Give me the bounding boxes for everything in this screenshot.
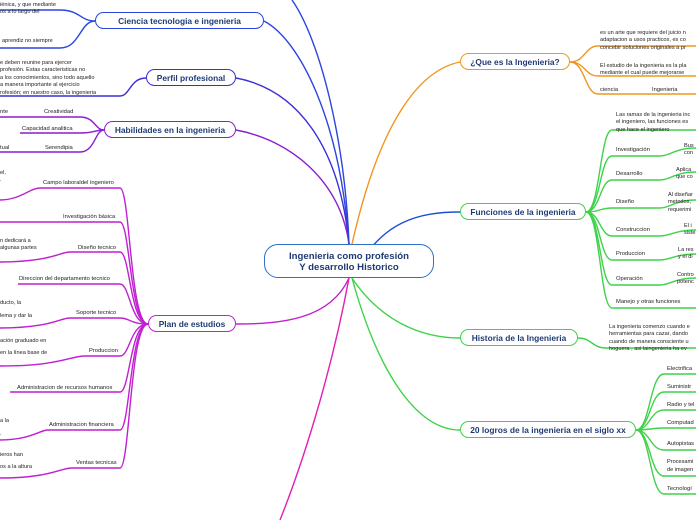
topic-que-es[interactable]: ¿Que es la Ingenieria? [460,53,570,70]
topic-perfil[interactable]: Perfil profesional [146,69,236,86]
plan-item-ventas[interactable]: Ventas tecnicas [76,460,117,466]
funcion-construccion[interactable]: Construccion [616,227,650,233]
central-title-line1: Ingenieria como profesión [289,251,409,262]
central-title-line2: Y desarrollo Historico [299,262,399,273]
funcion-desarrollo[interactable]: Desarrollo [616,171,643,177]
ciencia-text-2: aprendiz no siempre [2,38,53,44]
topic-historia[interactable]: Historia de la Ingenieria [460,329,578,346]
plan-item-campo[interactable]: Campo laboraldel ingeniero [43,180,114,186]
habilidad-creatividad[interactable]: Creatividad [44,109,74,115]
funcion-produccion[interactable]: Produccion [616,251,646,257]
branch-que-es [351,61,461,245]
logro-2[interactable]: Suministr [667,384,692,390]
plan-item-soporte[interactable]: Soporte tecnico [76,310,117,316]
branch-historia [351,277,461,339]
habilidad-side-2: tual [0,145,10,151]
funcion-investigacion[interactable]: Investigación [616,147,650,153]
branch-top [291,0,350,245]
branch-ciencia [263,20,350,245]
funcion-diseno[interactable]: Diseño [616,199,635,205]
habilidad-side-1: nte [0,109,9,115]
topic-ciencia[interactable]: Ciencia tecnologia e ingenieria [95,12,264,29]
plan-item-investigacion[interactable]: Investigación básica [63,214,116,220]
funcion-manejo[interactable]: Manejo y otras funciones [616,299,681,305]
habilidad-capacidad-analitica[interactable]: Capacidad analitica [22,126,73,132]
que-es-ingenieria[interactable]: Ingenieria [652,87,678,93]
plan-fragment-a: el,. [0,170,6,184]
topic-habilidades[interactable]: Habilidades en la ingenieria [104,121,236,138]
branch-bottom [279,277,350,520]
plan-item-direccion[interactable]: Direccion del departamento tecnico [19,276,110,282]
funcion-operacion[interactable]: Operación [616,276,643,282]
branch-habilidades [235,129,350,245]
central-topic[interactable]: Ingenieria como profesión Y desarrollo H… [264,244,434,278]
topic-logros[interactable]: 20 logros de la ingenieria en el siglo x… [460,421,636,438]
plan-item-administracion-rh[interactable]: Administracion de recursos humanos [17,385,113,391]
branch-plan [235,277,350,325]
plan-item-diseno[interactable]: Diseño tecnico [78,245,117,251]
que-es-ciencia[interactable]: ciencia [600,87,619,93]
logro-1[interactable]: Electrifica [667,366,693,372]
logro-3[interactable]: Radio y tel [667,402,695,408]
branch-perfil [235,77,350,245]
plan-item-administracion-financiera[interactable]: Administracion financiera [49,422,114,428]
logro-5[interactable]: Autopistas [667,441,695,447]
topic-plan[interactable]: Plan de estudios [148,315,236,332]
topic-funciones[interactable]: Funciones de la ingenieria [460,203,586,220]
plan-item-produccion[interactable]: Produccion [89,348,119,354]
plan-fragment-e: a la. [0,418,10,438]
habilidad-serendipia[interactable]: Serendipia [45,145,73,151]
branch-logros [351,277,461,431]
logro-7[interactable]: Tecnologí [667,486,692,492]
logro-6[interactable]: Procesami de imagen [667,459,694,473]
logro-4[interactable]: Computad [667,420,694,426]
